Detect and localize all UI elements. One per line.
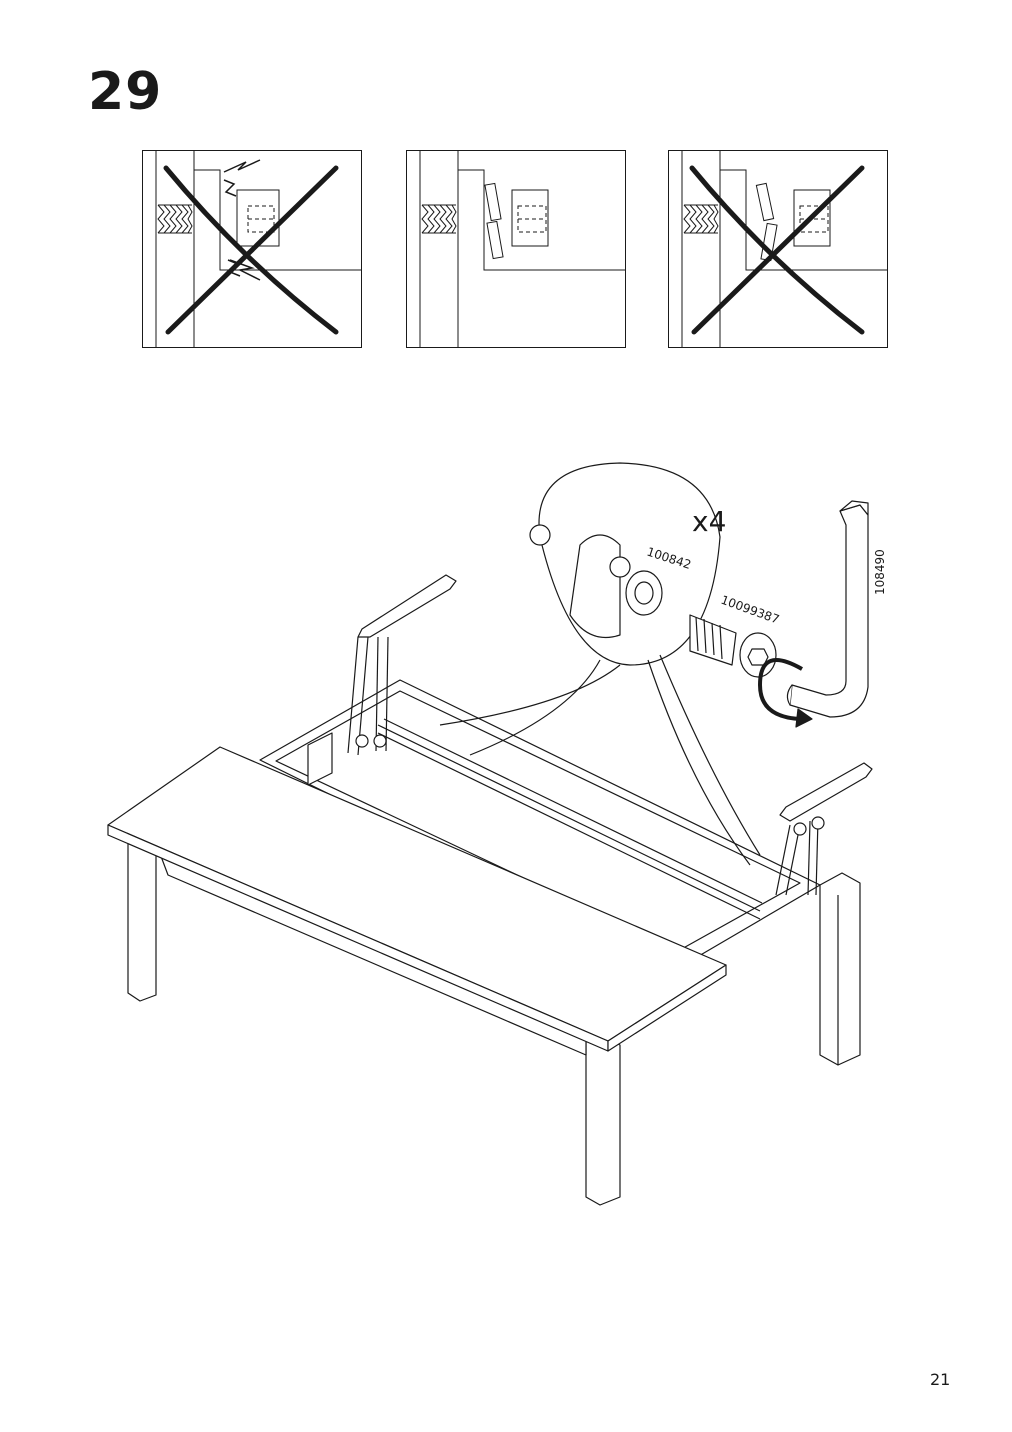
bolt-part-number: 10099387: [719, 593, 781, 627]
allen-key-part-number: 108490: [873, 549, 887, 595]
panel-incorrect-misaligned: [668, 150, 888, 348]
crack-icon: [223, 159, 261, 173]
panel-correct: [406, 150, 626, 348]
page-number: 21: [930, 1370, 951, 1389]
quantity-label: x4: [692, 505, 726, 538]
panel-incorrect-cracked: [142, 150, 362, 348]
step-number: 29: [88, 62, 163, 122]
panel-1-drawing: [142, 150, 362, 348]
assembly-illustration: x4 100842 10099387 108490: [100, 455, 900, 1215]
